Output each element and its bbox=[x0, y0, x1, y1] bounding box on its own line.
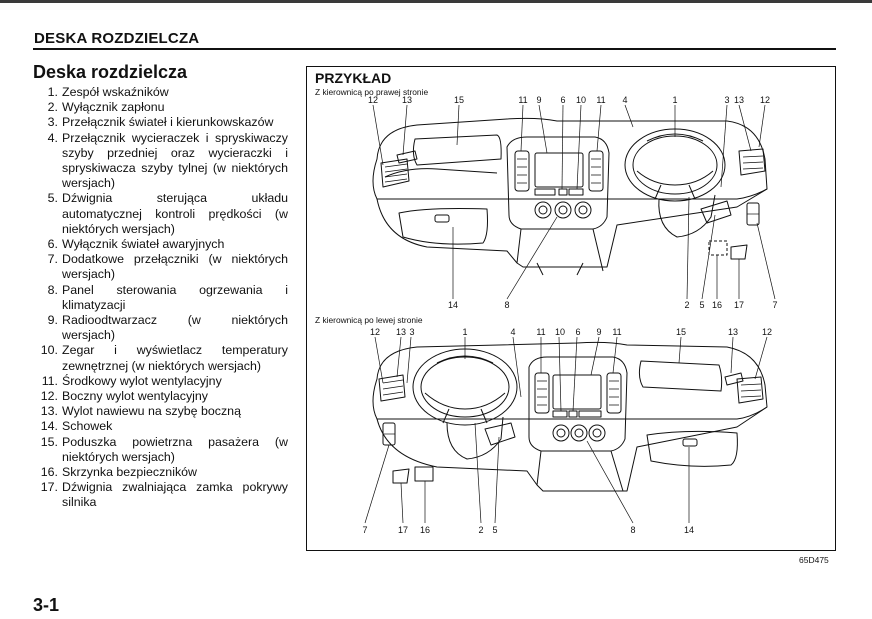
callout-label: 10 bbox=[576, 95, 586, 105]
steering-wheel bbox=[624, 128, 726, 202]
callout-label: 12 bbox=[762, 327, 772, 337]
callout-label: 6 bbox=[575, 327, 580, 337]
top-rule bbox=[0, 0, 872, 3]
callout-label: 12 bbox=[760, 95, 770, 105]
list-item: 16.Skrzynka bezpieczników bbox=[40, 465, 197, 480]
airbag-panel bbox=[412, 134, 502, 166]
callout-label: 5 bbox=[492, 525, 497, 535]
callout-label: 3 bbox=[409, 327, 414, 337]
bottom-callouts: 12 13 3 1 4 11 10 6 9 11 15 13 12 7 17 1… bbox=[362, 327, 772, 535]
callout-label: 11 bbox=[518, 95, 527, 105]
callout-label: 12 bbox=[370, 327, 380, 337]
list-item: 8.Panel sterowania ogrzewania i klimatyz… bbox=[47, 282, 288, 312]
callout-label: 2 bbox=[684, 300, 689, 310]
figure-code: 65D475 bbox=[799, 555, 829, 565]
callout-label: 15 bbox=[676, 327, 686, 337]
callout-label: 3 bbox=[724, 95, 729, 105]
center-stack-lhd bbox=[528, 356, 628, 452]
list-item: 7.Dodatkowe przełączniki (w niektórych w… bbox=[47, 252, 288, 282]
list-item: 2.Wyłącznik zapłonu bbox=[47, 100, 165, 115]
callout-label: 9 bbox=[596, 327, 601, 337]
component-list: 1.Zespół wskaźników 2.Wyłącznik zapłonu … bbox=[36, 85, 288, 511]
list-item: 12.Boczny wylot wentylacyjny bbox=[40, 389, 208, 404]
callout-label: 1 bbox=[462, 327, 467, 337]
callout-label: 11 bbox=[596, 95, 605, 105]
callout-label: 1 bbox=[672, 95, 677, 105]
callout-label: 17 bbox=[734, 300, 744, 310]
list-item: 6.Wyłącznik świateł awaryjnych bbox=[47, 237, 225, 252]
list-item: 15.Poduszka powietrzna pasażera (w niekt… bbox=[40, 434, 288, 464]
figure-title: PRZYKŁAD bbox=[315, 70, 392, 86]
steering-wheel-lhd bbox=[412, 348, 518, 426]
list-item: 9.Radioodtwarzacz (w niektórych wersjach… bbox=[47, 313, 288, 343]
top-callouts: 12 13 15 11 9 6 10 11 4 1 3 13 12 14 8 2… bbox=[368, 95, 778, 310]
bottom-dashboard-drawing bbox=[364, 336, 768, 524]
glove-box bbox=[398, 208, 488, 245]
callout-label: 7 bbox=[772, 300, 777, 310]
dashboard-figure: PRZYKŁAD Z kierownicą po prawej stronie … bbox=[306, 66, 836, 551]
callout-label: 8 bbox=[630, 525, 635, 535]
callout-label: 14 bbox=[684, 525, 694, 535]
page-number: 3-1 bbox=[33, 595, 60, 615]
callout-label: 8 bbox=[504, 300, 509, 310]
callout-label: 10 bbox=[555, 327, 565, 337]
list-item: 17.Dźwignia zwalniająca zamka pokrywy si… bbox=[40, 480, 288, 510]
section-title: DESKA ROZDZIELCZA bbox=[34, 30, 200, 47]
center-stack bbox=[506, 136, 610, 230]
list-item: 1.Zespół wskaźników bbox=[47, 85, 169, 99]
callout-label: 13 bbox=[402, 95, 412, 105]
callout-label: 6 bbox=[560, 95, 565, 105]
list-item: 14.Schowek bbox=[40, 419, 113, 434]
list-item: 13.Wylot nawiewu na szybę boczną bbox=[40, 404, 241, 419]
callout-label: 11 bbox=[536, 327, 545, 337]
radio-display bbox=[534, 152, 584, 188]
callout-label: 13 bbox=[728, 327, 738, 337]
list-item: 11.Środkowy wylot wentylacyjny bbox=[41, 373, 222, 388]
callout-label: 13 bbox=[396, 327, 406, 337]
top-diagram-caption: Z kierownicą po prawej stronie bbox=[315, 87, 429, 97]
list-item: 10.Zegar i wyświetlacz temperatury zewnę… bbox=[40, 343, 288, 373]
top-dashboard-drawing bbox=[372, 104, 776, 300]
callout-label: 13 bbox=[734, 95, 744, 105]
bottom-diagram-caption: Z kierownicą po lewej stronie bbox=[315, 315, 423, 325]
page-heading: Deska rozdzielcza bbox=[33, 62, 188, 82]
callout-label: 5 bbox=[699, 300, 704, 310]
list-item: 5.Dźwignia sterująca układu automatyczne… bbox=[47, 191, 288, 236]
dashboard-diagram: 12 13 15 11 9 6 10 11 4 1 3 13 12 14 8 2… bbox=[362, 95, 778, 535]
callout-label: 2 bbox=[478, 525, 483, 535]
callout-label: 16 bbox=[712, 300, 722, 310]
callout-label: 15 bbox=[454, 95, 464, 105]
callout-label: 16 bbox=[420, 525, 430, 535]
callout-label: 4 bbox=[622, 95, 627, 105]
callout-label: 9 bbox=[536, 95, 541, 105]
callout-label: 14 bbox=[448, 300, 458, 310]
callout-label: 12 bbox=[368, 95, 378, 105]
list-item: 4.Przełącznik wycieraczek i spryskiwaczy… bbox=[47, 130, 288, 191]
callout-label: 7 bbox=[362, 525, 367, 535]
callout-label: 4 bbox=[510, 327, 515, 337]
callout-label: 11 bbox=[612, 327, 621, 337]
callout-label: 17 bbox=[398, 525, 408, 535]
list-item: 3.Przełącznik świateł i kierunkowskazów bbox=[47, 115, 274, 130]
section-divider bbox=[33, 48, 836, 50]
